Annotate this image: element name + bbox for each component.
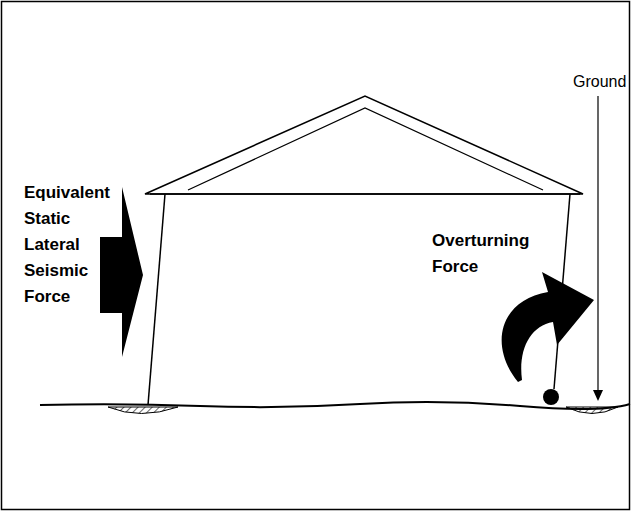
leader-line [597,96,598,392]
leader-arrowhead [593,390,603,401]
pivot-point [543,389,559,405]
roof [145,96,583,194]
roof-inner [188,108,543,190]
force-label: Equivalent Static Lateral Seismic Force [24,180,110,310]
overturning-arrow [502,272,594,382]
ground-hatch [108,407,178,414]
ground-hatch [566,407,618,414]
lateral-force-arrow [100,187,143,357]
ground-label: Ground [573,72,626,92]
left-wall [148,194,165,405]
force-label: Overturning Force [432,228,529,280]
eave [150,193,580,195]
